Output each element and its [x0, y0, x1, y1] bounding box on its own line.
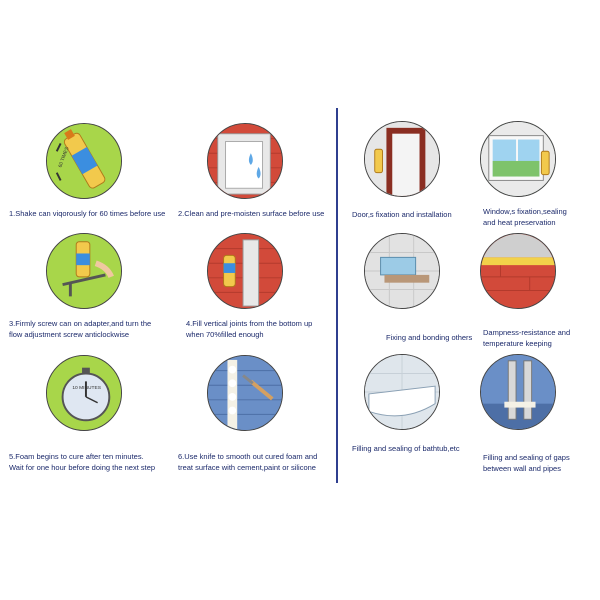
stopwatch-icon: 10 MINUTES [46, 355, 122, 431]
step-1-caption: 1.Shake can viqorously for 60 times befo… [9, 209, 166, 218]
step-4-caption: 4.Fill vertical joints from the bottom u… [186, 319, 313, 339]
door-fixation-icon [364, 121, 440, 197]
pipe-gap-sealing-icon [480, 354, 556, 430]
step-2-caption: 2.Clean and pre-moisten surface before u… [178, 209, 325, 218]
door-caption: Door,s fixation and installation [352, 210, 452, 219]
bathtub-caption: Filling and sealing of bathtub,etc [352, 444, 460, 453]
stopwatch-label: 10 MINUTES [72, 385, 101, 391]
dampness-resistance-icon [480, 233, 556, 309]
fixing-bonding-icon [364, 233, 440, 309]
moisten-surface-icon [207, 123, 283, 199]
screw-adapter-icon [46, 233, 122, 309]
fill-joint-icon [207, 233, 283, 309]
knife-smooth-icon [207, 355, 283, 431]
shake-can-icon: 60 TIMES [46, 123, 122, 199]
step-3-caption: 3.Firmly screw can on adapter,and turn t… [9, 319, 152, 339]
window-fixation-icon [480, 121, 556, 197]
dampness-caption: Dampness-resistance and temperature keep… [483, 328, 571, 348]
pipe-caption: Filling and sealing of gaps between wall… [483, 453, 570, 473]
window-caption: Window,s fixation,sealing and heat prese… [483, 207, 567, 227]
bathtub-sealing-icon [364, 354, 440, 430]
step-6-caption: 6.Use knife to smooth out cured foam and… [178, 452, 318, 472]
column-divider [336, 108, 338, 483]
fixing-caption: Fixing and bonding others [386, 333, 473, 342]
step-5-caption: 5.Foam begins to cure after ten minutes.… [9, 452, 156, 472]
